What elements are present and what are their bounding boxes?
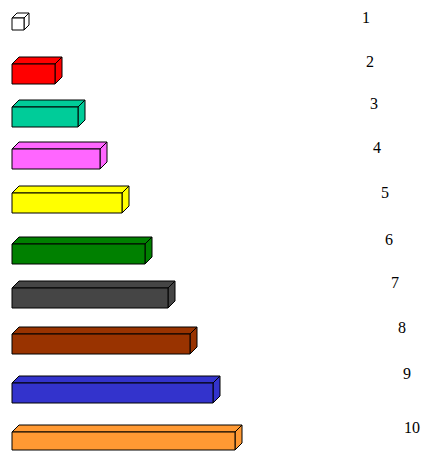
rod-8 — [12, 327, 197, 354]
rod-4 — [12, 142, 107, 169]
callout-number: 1 — [362, 9, 370, 27]
rod-10 — [12, 425, 242, 450]
callout-number: 6 — [385, 231, 393, 249]
rod-9 — [12, 376, 220, 403]
rod-3 — [12, 100, 85, 127]
rod-7 — [12, 281, 175, 308]
callout-number: 10 — [404, 419, 420, 437]
callout-number: 8 — [398, 319, 406, 337]
rod-5 — [12, 186, 129, 213]
rod-2 — [12, 57, 62, 84]
callout-number: 3 — [370, 95, 378, 113]
rod-1 — [12, 13, 29, 30]
callout-number: 7 — [391, 274, 399, 292]
callout-number: 5 — [381, 184, 389, 202]
callout-number: 9 — [403, 365, 411, 383]
rod-6 — [12, 237, 152, 264]
callout-number: 4 — [373, 139, 381, 157]
callout-number: 2 — [366, 53, 374, 71]
